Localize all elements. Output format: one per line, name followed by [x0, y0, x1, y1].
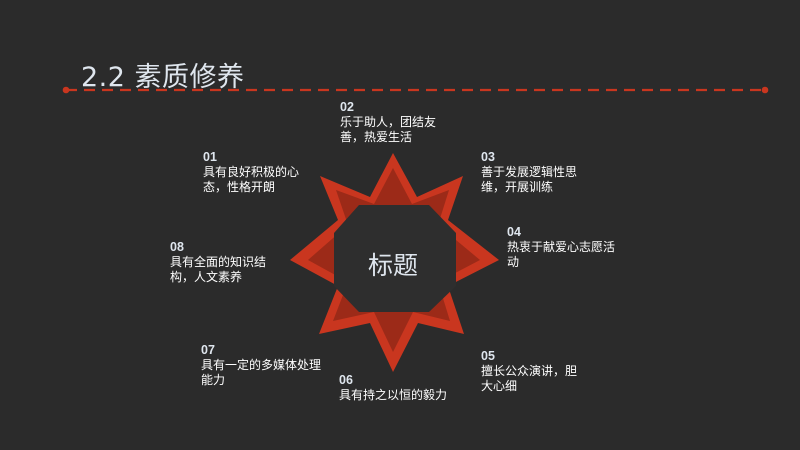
item-number: 04 — [507, 225, 521, 239]
item-01: 01 具有良好积极的心态，性格开朗 — [203, 150, 313, 195]
item-05: 05 擅长公众演讲，胆大心细 — [481, 349, 581, 394]
item-text: 善于发展逻辑性思维，开展训练 — [481, 165, 578, 194]
item-number: 08 — [170, 240, 184, 254]
item-08: 08 具有全面的知识结构，人文素养 — [170, 240, 275, 285]
item-number: 01 — [203, 150, 217, 164]
divider-line — [62, 86, 769, 94]
item-number: 03 — [481, 150, 495, 164]
divider-right-dot — [761, 86, 769, 94]
item-07: 07 具有一定的多媒体处理能力 — [201, 343, 331, 388]
item-text: 具有良好积极的心态，性格开朗 — [203, 165, 300, 194]
slide-title: 2.2 素质修养 — [81, 62, 245, 93]
item-text: 热衷于献爱心志愿活动 — [507, 240, 616, 269]
item-number: 05 — [481, 349, 495, 363]
item-text: 擅长公众演讲，胆大心细 — [481, 364, 578, 393]
item-03: 03 善于发展逻辑性思维，开展训练 — [481, 150, 586, 195]
star-center — [334, 205, 456, 312]
item-06: 06 具有持之以恒的毅力 — [339, 373, 449, 403]
item-02: 02 乐于助人，团结友善，热爱生活 — [340, 100, 450, 145]
center-label: 标题 — [367, 251, 418, 280]
item-text: 具有一定的多媒体处理能力 — [201, 358, 322, 387]
item-04: 04 热衷于献爱心志愿活动 — [507, 225, 617, 270]
item-number: 02 — [340, 100, 354, 114]
item-number: 06 — [339, 373, 353, 387]
item-text: 具有全面的知识结构，人文素养 — [170, 255, 267, 284]
item-text: 具有持之以恒的毅力 — [339, 388, 448, 402]
item-text: 乐于助人，团结友善，热爱生活 — [340, 115, 437, 144]
item-number: 07 — [201, 343, 215, 357]
divider-left-dot — [62, 86, 70, 94]
